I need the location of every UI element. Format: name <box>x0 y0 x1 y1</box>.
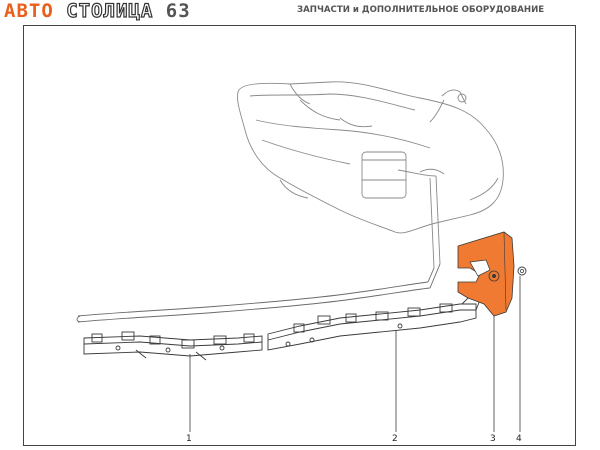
logo-part-avto: АВТО <box>4 0 54 22</box>
site-header: АВТО СТОЛИЦА 63 ЗАПЧАСТИ и ДОПОЛНИТЕЛЬНО… <box>0 0 600 23</box>
fuel-tank <box>237 81 504 269</box>
callout-1: 1 <box>186 434 192 444</box>
site-logo[interactable]: АВТО СТОЛИЦА 63 <box>4 0 191 23</box>
logo-part-63: 63 <box>165 0 191 22</box>
callout-3: 3 <box>490 434 496 444</box>
logo-part-stolitsa: СТОЛИЦА <box>66 0 154 23</box>
fuel-lines <box>76 263 441 323</box>
callout-2: 2 <box>392 434 398 444</box>
site-tagline: ЗАПЧАСТИ и ДОПОЛНИТЕЛЬНОЕ ОБОРУДОВАНИЕ <box>297 5 545 15</box>
diagram-frame <box>23 25 576 446</box>
callout-4: 4 <box>516 434 522 444</box>
leader-lines <box>189 276 521 432</box>
part-1-channel[interactable] <box>83 331 263 361</box>
part-4-nut[interactable] <box>517 266 527 276</box>
part-3-heat-shield[interactable] <box>457 231 515 317</box>
part-2-channel[interactable] <box>267 295 481 351</box>
